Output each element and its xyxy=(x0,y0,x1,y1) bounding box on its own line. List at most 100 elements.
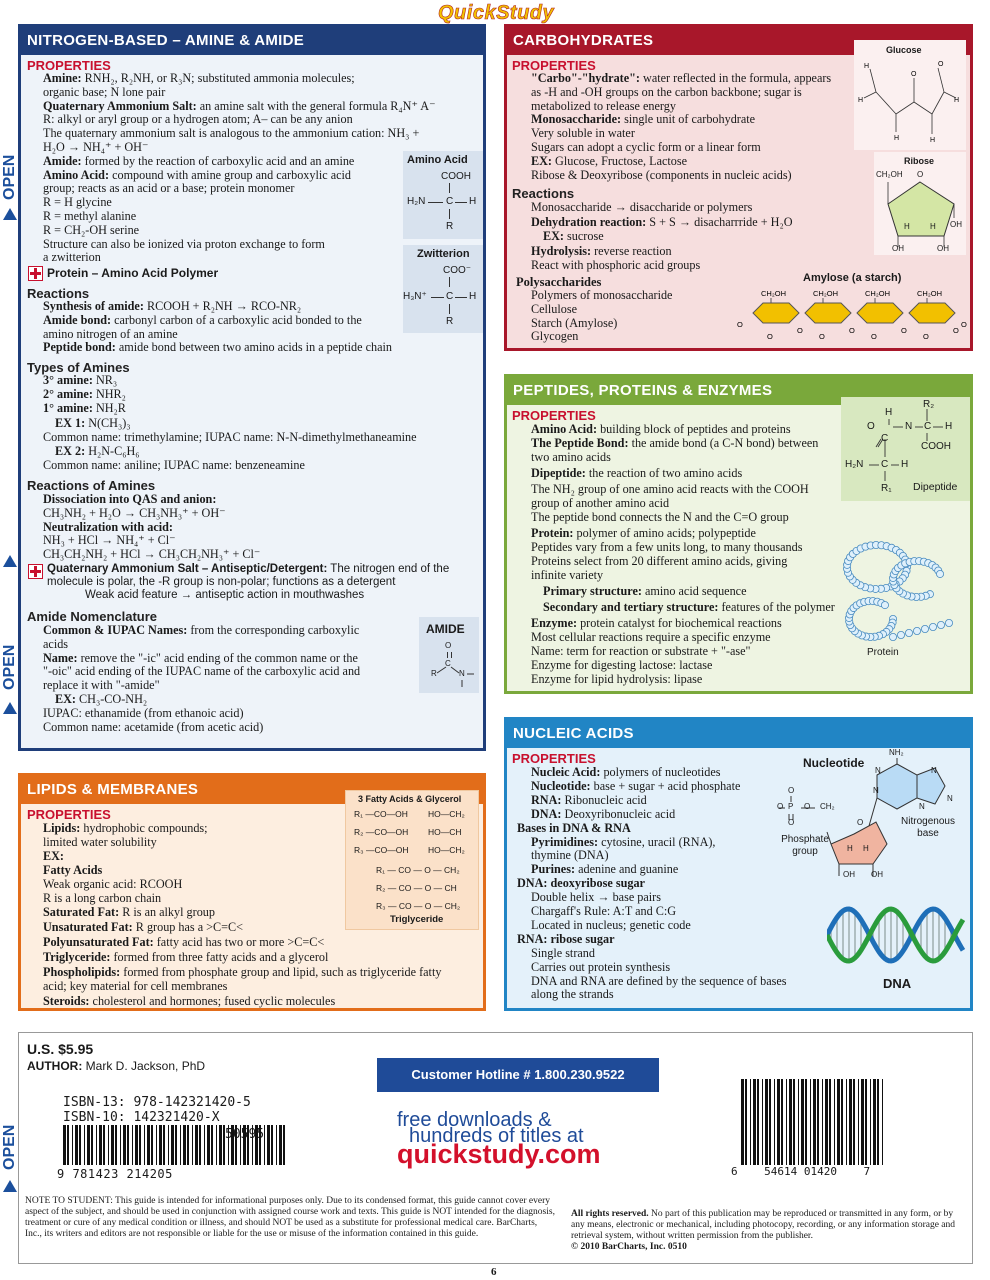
definition: replace it with "-amide" xyxy=(43,678,160,693)
definition: The peptide bond connects the N and the … xyxy=(531,510,789,524)
text-line: Ribose & Deoxyribose (components in nucl… xyxy=(531,167,792,183)
amino-acid-bead xyxy=(889,633,898,642)
n-label: N xyxy=(919,802,925,811)
amino-acid-box-title: Amino Acid xyxy=(407,154,468,166)
glucose-structure: H H H O H H O xyxy=(858,61,959,144)
text-line: Unsaturated Fat: R group has a >C=C< xyxy=(43,920,243,935)
p-label: P xyxy=(788,802,794,811)
definition: N(CH₃)₃ xyxy=(85,415,131,430)
definition: "-oic" acid ending of the IUPAC name of … xyxy=(43,664,361,679)
isbn10: ISBN-10: 142321420-X xyxy=(63,1110,220,1125)
definition: NH₂R xyxy=(92,401,126,416)
text-line: Fatty Acids xyxy=(43,863,102,878)
text-line: Purines: adenine and guanine xyxy=(531,862,678,877)
term: Monosaccharide: xyxy=(531,112,622,127)
quickstudy-site-link[interactable]: quickstudy.com xyxy=(397,1139,601,1169)
term: EX 1: xyxy=(55,415,86,430)
price: U.S. $5.95 xyxy=(27,1041,94,1057)
text-line: amino nitrogen of an amine xyxy=(43,327,178,342)
definition: R = CH₂-OH serine xyxy=(43,222,140,237)
dipeptide-label: Dipeptide xyxy=(913,481,958,493)
term: Common & IUPAC Names: xyxy=(43,623,188,637)
text-line: Nucleotide: base + sugar + acid phosphat… xyxy=(531,779,740,794)
definition: Proteins select from 20 different amino … xyxy=(531,554,788,568)
dna-strand xyxy=(827,906,966,964)
definition: water reflected in the formula, appears xyxy=(639,71,832,85)
text-line: 2° amine: NHR₂ xyxy=(43,387,126,402)
definition: CH₃CH₂NH₂ + HCl → CH₃CH₂NH₃⁺ + Cl⁻ xyxy=(43,547,261,562)
author-label: AUTHOR: xyxy=(27,1059,83,1073)
upc-barcode-digits: 6 54614 01420 7 xyxy=(731,1165,871,1178)
text-line: Neutralization with acid: xyxy=(43,519,173,535)
protein-tip: Protein – Amino Acid Polymer xyxy=(47,266,219,280)
glucose-title: Glucose xyxy=(886,45,922,55)
definition: Structure can also be ionized via proton… xyxy=(43,236,325,251)
glucose-unit xyxy=(804,302,852,324)
ch2oh-label: CH₂OH xyxy=(813,289,838,298)
ch2-label: CH₂ xyxy=(820,802,835,811)
c-label: C xyxy=(446,291,454,302)
definition: acids xyxy=(43,636,69,651)
properties-heading: PROPERTIES xyxy=(512,751,596,766)
base-text: base xyxy=(917,828,939,839)
amino-acid-bead xyxy=(905,629,914,638)
n-label: N xyxy=(875,766,881,775)
o-label: O xyxy=(788,786,795,795)
term: 2° amine: xyxy=(43,387,93,402)
definition: The quaternary ammonium salt is analogou… xyxy=(43,126,420,141)
customer-hotline: Customer Hotline # 1.800.230.9522 xyxy=(377,1058,659,1092)
dna-label: DNA xyxy=(883,976,912,991)
text-line: Sugars can adopt a cyclic form or a line… xyxy=(531,140,761,155)
nitrogenous-text: Nitrogenous xyxy=(901,816,955,827)
definition: Weak organic acid: RCOOH xyxy=(43,877,183,891)
text-line: Peptide bond: amide bond between two ami… xyxy=(43,340,392,355)
definition: NH₃ + HCl → NH₄⁺ + Cl⁻ xyxy=(43,533,176,548)
definition: CH₃-CO-NH₂ xyxy=(76,692,148,706)
amino-acid-bead xyxy=(936,569,945,578)
open-tab-label: OPEN xyxy=(1,154,18,200)
isbn-barcode-digits: 9 781423 214205 xyxy=(57,1167,173,1181)
definition: Name: term for reaction or substrate + "… xyxy=(531,644,751,658)
text-line: 1° amine: NH₂R xyxy=(43,401,126,416)
definition: the reaction of two amino acids xyxy=(585,466,743,480)
r1-label: R₁ xyxy=(881,483,892,494)
nucleotide-structure xyxy=(779,758,946,876)
text-line: Bases in DNA & RNA xyxy=(517,821,631,836)
definition: polymers of nucleotides xyxy=(600,765,721,779)
ch2oh-label: CH₂OH xyxy=(761,289,786,298)
zwitterion-box-title: Zwitterion xyxy=(417,248,470,260)
text-line: Glycogen xyxy=(531,329,579,344)
text-line: Steroids: cholesterol and hormones; fuse… xyxy=(43,994,335,1008)
text-line: R: alkyl or aryl group or a hydrogen ato… xyxy=(43,112,353,127)
h-label: H xyxy=(847,844,853,853)
amine-amide-panel: NITROGEN-BASED – AMINE & AMIDE PROPERTIE… xyxy=(18,24,486,751)
text-line: EX 2: H₂N-C₆H₆ xyxy=(55,444,140,459)
definition: amide bond between two amino acids in a … xyxy=(115,340,392,355)
text-line: Common & IUPAC Names: from the correspon… xyxy=(43,623,359,638)
dna-helix xyxy=(827,906,966,964)
definition: cytosine, uracil (RNA), xyxy=(598,834,716,849)
h-label: H xyxy=(469,291,477,302)
text-line: Common name: aniline; IUPAC name: benzen… xyxy=(43,458,305,473)
o-label: O xyxy=(788,818,795,827)
term: Amino Acid: xyxy=(531,422,598,436)
text-line: CH₃NH₂ + H₂O → CH₃NH₃⁺ + OH⁻ xyxy=(43,506,226,521)
term: Polyunsaturated Fat: xyxy=(43,935,154,949)
svg-text:H: H xyxy=(864,63,869,70)
svg-text:O: O xyxy=(961,320,967,329)
text-line: two amino acids xyxy=(531,450,611,465)
reactions-of-amines-heading: Reactions of Amines xyxy=(27,478,156,493)
carbohydrates-panel: CARBOHYDRATES PROPERTIES "Carbo"-"hydrat… xyxy=(504,24,973,351)
text-line: Amide: formed by the reaction of carboxy… xyxy=(43,154,354,169)
open-tab-label: OPEN xyxy=(1,1124,18,1170)
definition: Sugars can adopt a cyclic form or a line… xyxy=(531,140,761,154)
term: Neutralization with acid: xyxy=(43,519,173,534)
definition: carbonyl carbon of a carboxylic acid bon… xyxy=(111,312,362,327)
o-label: O xyxy=(857,818,864,827)
amino-acid-bead xyxy=(945,619,954,628)
definition: an amine salt with the general formula R… xyxy=(196,98,436,113)
amylose-title: Amylose (a starch) xyxy=(803,272,902,284)
definition: Enzyme for digesting lactose: lactase xyxy=(531,658,713,672)
protein-label: Protein xyxy=(867,647,899,658)
definition: Ribose & Deoxyribose (components in nucl… xyxy=(531,167,792,182)
